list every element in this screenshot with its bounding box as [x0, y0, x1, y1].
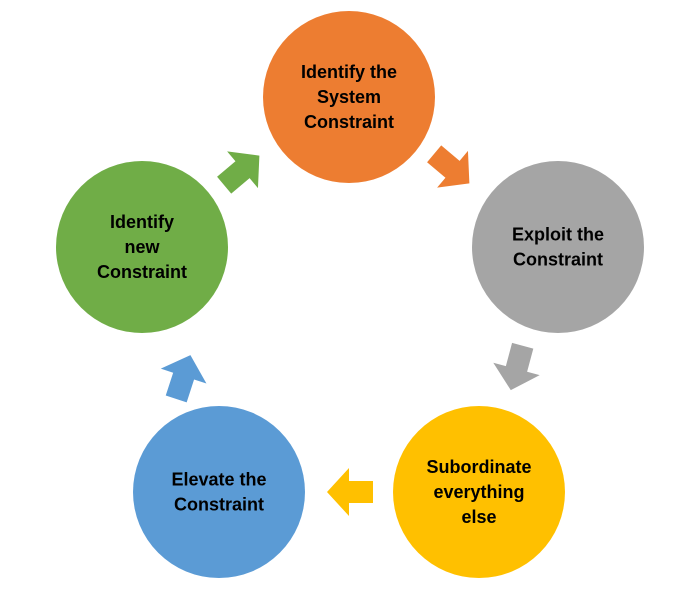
arrow-identify-new-to-identify-system [217, 151, 260, 194]
node-label-line: Constraint [174, 495, 264, 515]
node-label-line: Subordinate [426, 457, 531, 477]
node-circle-subordinate [393, 406, 565, 578]
node-label-line: else [461, 507, 496, 527]
node-label-line: Identify the [301, 62, 397, 82]
node-label-line: Constraint [304, 112, 394, 132]
node-label-line: Identify [110, 212, 174, 232]
node-circle-exploit [472, 161, 644, 333]
arrow-identify-system-to-exploit [427, 145, 470, 188]
node-circle-identify-system [263, 11, 435, 183]
arrow-elevate-to-identify-new [160, 355, 207, 403]
node-circle-elevate [133, 406, 305, 578]
arrows-layer [160, 145, 540, 516]
arrow-subordinate-to-elevate [327, 468, 373, 516]
node-label-line: everything [433, 482, 524, 502]
node-label-line: System [317, 87, 381, 107]
node-circle-identify-new [56, 161, 228, 333]
node-label-line: new [124, 237, 160, 257]
node-subordinate: Subordinate everything else [393, 406, 565, 578]
node-label-line: Exploit the [512, 225, 604, 245]
node-label-subordinate: Subordinate everything else [426, 457, 531, 527]
node-label-line: Elevate the [171, 470, 266, 490]
node-label-line: Constraint [513, 250, 603, 270]
arrow-exploit-to-subordinate [493, 342, 540, 391]
node-label-line: Constraint [97, 262, 187, 282]
